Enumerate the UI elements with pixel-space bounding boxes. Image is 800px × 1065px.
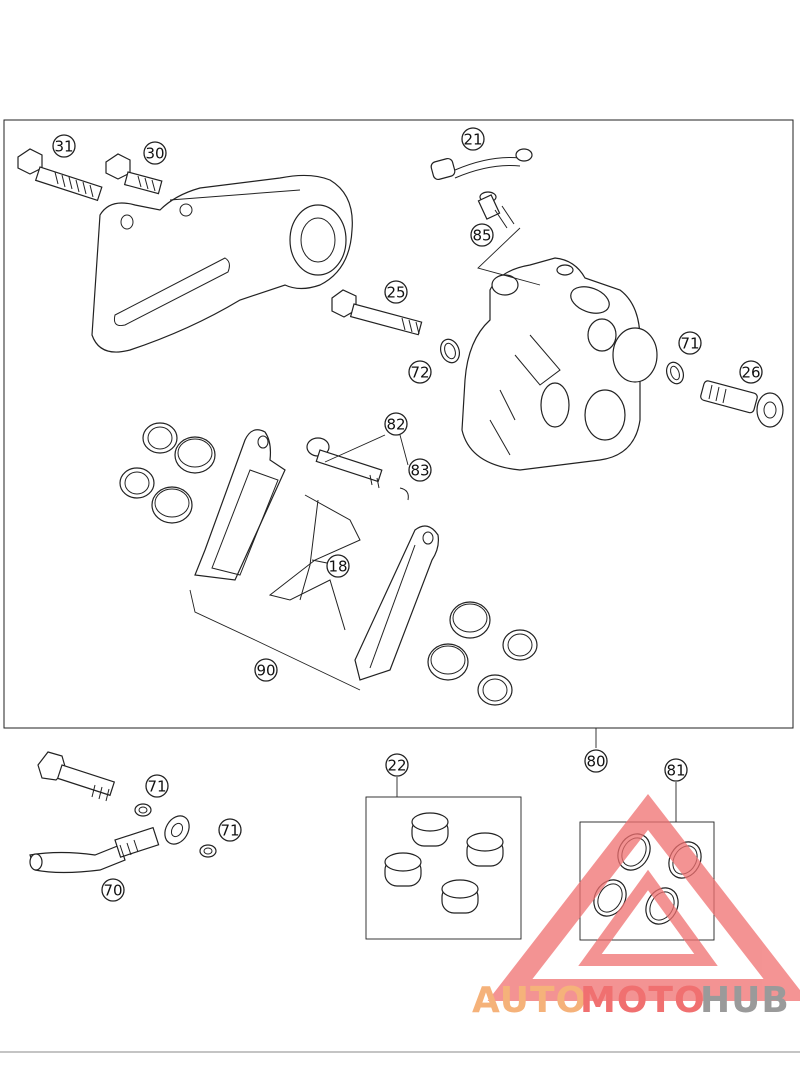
piston-kit-22 [365,777,522,940]
bleeder-screw-85 [477,191,515,229]
washer-71-lower-a [134,803,152,817]
washer-71-upper [665,361,685,385]
callout-81: 81 [664,758,688,782]
brake-pad-left [194,429,286,581]
watermark-auto: AUTO [472,980,587,1021]
callout-18: 18 [326,554,350,578]
bolt-26 [700,380,784,428]
callout-71-upper: 71 [678,331,702,355]
caliper-assembly-frame [3,119,794,729]
svg-text:83: 83 [410,462,429,480]
svg-text:82: 82 [386,416,405,434]
svg-text:70: 70 [103,882,122,900]
caliper-bracket [91,174,353,353]
callout-71-lower-a: 71 [145,774,169,798]
spring-18 [268,494,361,631]
watermark-hub: HUB [700,980,790,1021]
svg-text:71: 71 [220,822,239,840]
washer-71-lower-b [199,844,217,858]
callout-71-lower-b: 71 [218,818,242,842]
callout-80: 80 [584,749,608,773]
bolt-30 [105,153,163,195]
callout-30: 30 [143,141,167,165]
callout-82: 82 [384,412,408,436]
svg-text:31: 31 [54,138,73,156]
pin-82 [306,437,383,489]
callout-85: 85 [470,223,494,247]
svg-text:81: 81 [666,762,685,780]
svg-text:18: 18 [328,558,347,576]
watermark-logo [487,794,800,1001]
svg-text:26: 26 [741,364,760,382]
seals-pistons-lower-right [427,601,538,706]
callout-83: 83 [408,458,432,482]
svg-text:30: 30 [145,145,164,163]
watermark-moto: MOTO [580,980,706,1021]
washer-72 [439,338,461,364]
svg-text:72: 72 [410,364,429,382]
bolt-31 [17,148,103,202]
callout-90: 90 [254,658,278,682]
watermark-text: AUTO MOTO HUB [472,980,790,1021]
brake-pad-right [354,525,439,681]
svg-text:71: 71 [147,778,166,796]
callout-25: 25 [384,280,408,304]
svg-text:80: 80 [586,753,605,771]
callout-21: 21 [461,127,485,151]
svg-text:21: 21 [463,131,482,149]
clip-83 [399,487,409,501]
svg-text:71: 71 [680,335,699,353]
bleeder-cap-21 [430,148,533,181]
seals-pistons-upper-left [119,422,216,524]
brake-hose-70 [29,751,190,874]
svg-text:22: 22 [387,757,406,775]
callout-31: 31 [52,134,76,158]
svg-text:90: 90 [256,662,275,680]
caliper-body [461,257,658,471]
callout-70: 70 [101,878,125,902]
bolt-25 [331,289,423,336]
svg-text:25: 25 [386,284,405,302]
callout-22: 22 [385,753,409,777]
callout-26: 26 [739,360,763,384]
svg-text:85: 85 [472,227,491,245]
callout-72: 72 [408,360,432,384]
